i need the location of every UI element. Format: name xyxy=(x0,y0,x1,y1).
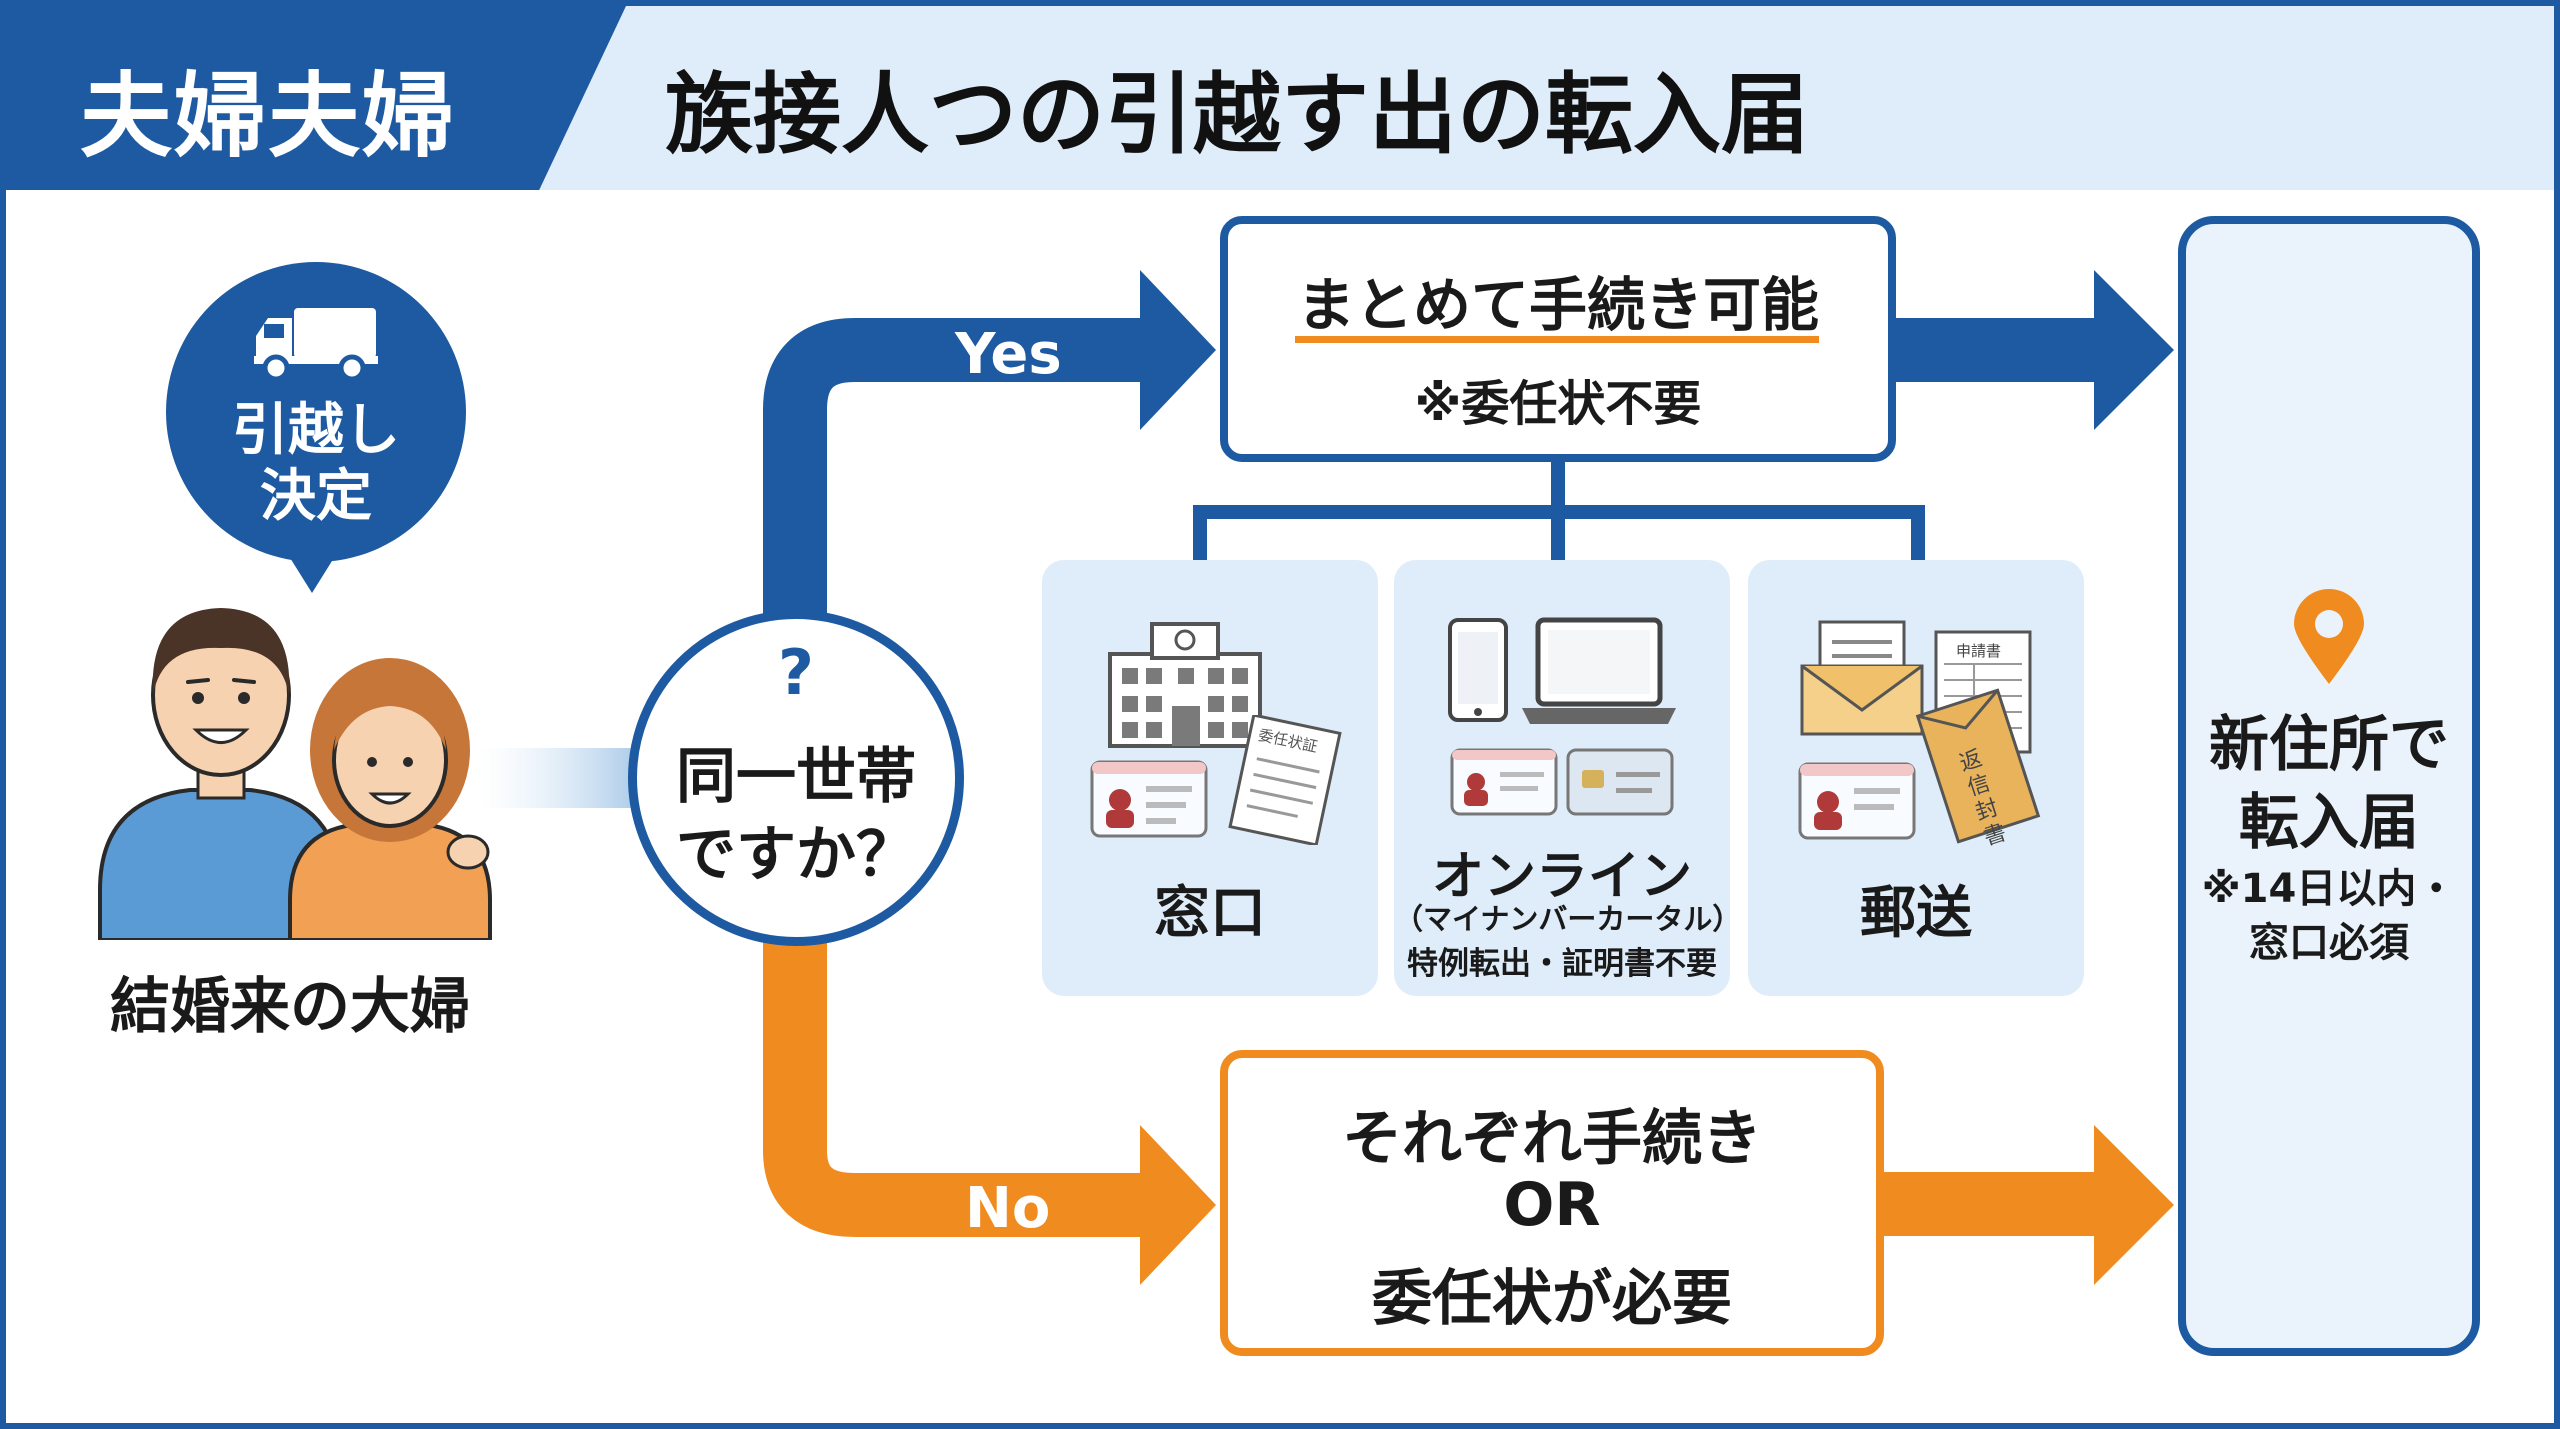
yes-label: Yes xyxy=(955,322,1062,387)
bubble-tail xyxy=(282,545,342,593)
header-badge-text: 夫婦夫婦 xyxy=(80,63,457,170)
certificate-document-icon xyxy=(1228,715,1342,845)
final-line2: 転入届 xyxy=(2239,788,2419,858)
yes-arrowhead xyxy=(1140,270,1216,430)
my-number-card-icon xyxy=(1090,760,1208,838)
mail-id-card-icon xyxy=(1798,762,1916,840)
options-connector xyxy=(1193,462,1925,560)
no-path xyxy=(763,940,1140,1237)
yes-path xyxy=(763,318,1140,615)
bubble-text-line2: 決定 xyxy=(260,464,372,529)
header-badge xyxy=(6,6,626,190)
yes-box-note: ※委任状不要 xyxy=(1414,376,1702,432)
bubble-text-line1: 引越し xyxy=(232,398,400,463)
return-envelope-icon xyxy=(1915,688,2041,844)
couple-to-question-bar xyxy=(480,748,640,808)
option-label-mail: 郵送 xyxy=(1860,881,1972,946)
no-to-final-bar xyxy=(1882,1172,2094,1236)
no-label: No xyxy=(965,1176,1051,1241)
title-underline xyxy=(1295,336,1819,343)
question-line1: 同一世帯 xyxy=(676,742,916,812)
same-household-question xyxy=(628,610,964,946)
yes-box-title: まとめて手続き可能 xyxy=(1296,271,1819,339)
yes-to-final-bar xyxy=(1894,318,2094,382)
no-box-line1: それぞれ手続き xyxy=(1342,1104,1762,1174)
final-line1: 新住所で xyxy=(2209,710,2449,780)
city-hall-icon xyxy=(1108,622,1262,748)
no-box-line3: 委任状が必要 xyxy=(1372,1264,1732,1334)
husband-figure xyxy=(98,608,342,940)
no-to-final-arrowhead xyxy=(2094,1125,2174,1285)
couple-label: 結婚来の大婦 xyxy=(110,972,470,1042)
final-step-box xyxy=(2178,216,2480,1356)
form-title-text: 申請書 xyxy=(1956,642,2002,660)
page-title: 族接人つの引越す出の転入届 xyxy=(665,63,1810,166)
wife-figure xyxy=(288,658,492,940)
truck-icon xyxy=(254,308,378,380)
final-note-line1: ※14日以内・ xyxy=(2201,866,2457,912)
envelope-icon xyxy=(1800,620,1924,736)
option-label-online: オンライン xyxy=(1431,847,1692,907)
option-label-counter: 窓口 xyxy=(1154,881,1266,946)
yes-to-final-arrowhead xyxy=(2094,270,2174,430)
online-note: 特例転出・証明書不要 xyxy=(1407,946,1717,982)
no-arrowhead xyxy=(1140,1125,1216,1285)
couple-illustration xyxy=(98,608,492,940)
id-cards-icon xyxy=(1450,748,1674,816)
question-mark-icon: ? xyxy=(778,636,814,709)
question-line2: ですか？ xyxy=(676,820,916,890)
final-note-line2: 窓口必須 xyxy=(2249,920,2409,966)
phone-laptop-icon xyxy=(1448,617,1676,724)
no-box-line2: OR xyxy=(1503,1170,1601,1240)
online-subtitle: （マイナンバーカータル） xyxy=(1394,902,1742,936)
location-pin-icon xyxy=(2294,589,2364,684)
no-result-box xyxy=(1220,1050,1884,1356)
